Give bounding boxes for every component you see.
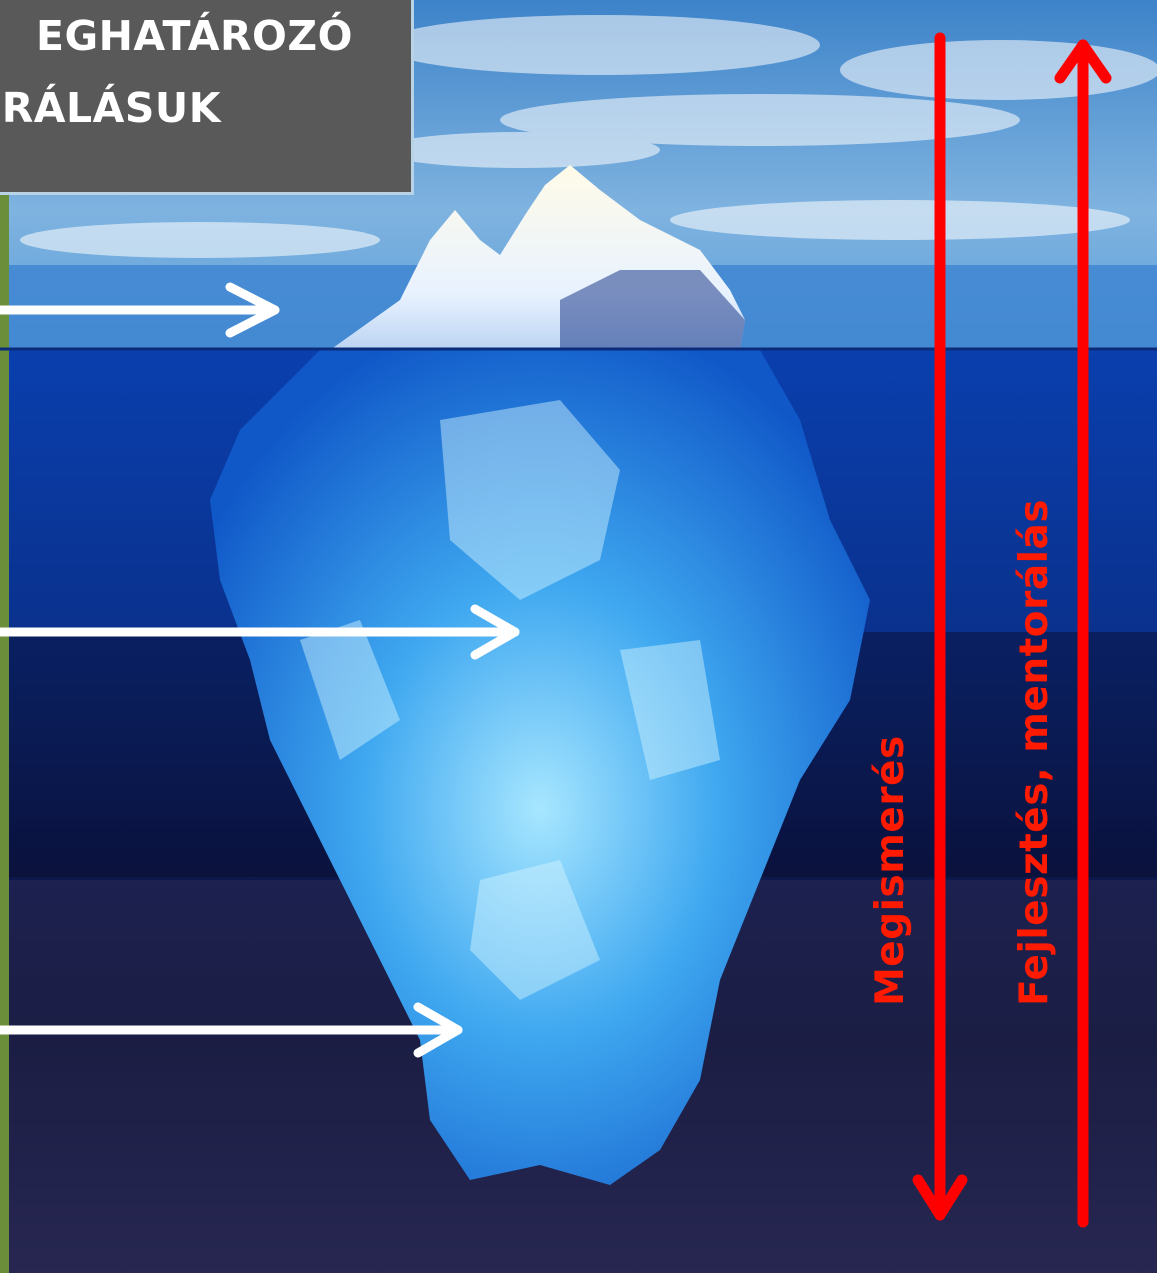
pointer-arrow-top (0, 282, 280, 338)
arrow-down (912, 32, 968, 1221)
title-box: EGHATÁROZÓ RÁLÁSUK (0, 0, 414, 195)
label-megismeres: Megismerés (868, 735, 913, 1006)
title-line-2: RÁLÁSUK (1, 84, 221, 132)
pointer-arrow-bottom (0, 1002, 463, 1058)
pointer-arrow-middle (0, 604, 520, 660)
ice-highlights (300, 400, 720, 1000)
iceberg-tip-shadow (560, 270, 745, 350)
iceberg-underwater (210, 350, 870, 1185)
side-bar (0, 195, 9, 1273)
clouds (20, 15, 1157, 258)
pointer-arrows (0, 282, 520, 1058)
title-line-1: EGHATÁROZÓ (35, 12, 353, 60)
arrow-up (1054, 39, 1112, 1228)
label-fejlesztes-mentoralas: Fejlesztés, mentorálás (1012, 498, 1057, 1006)
